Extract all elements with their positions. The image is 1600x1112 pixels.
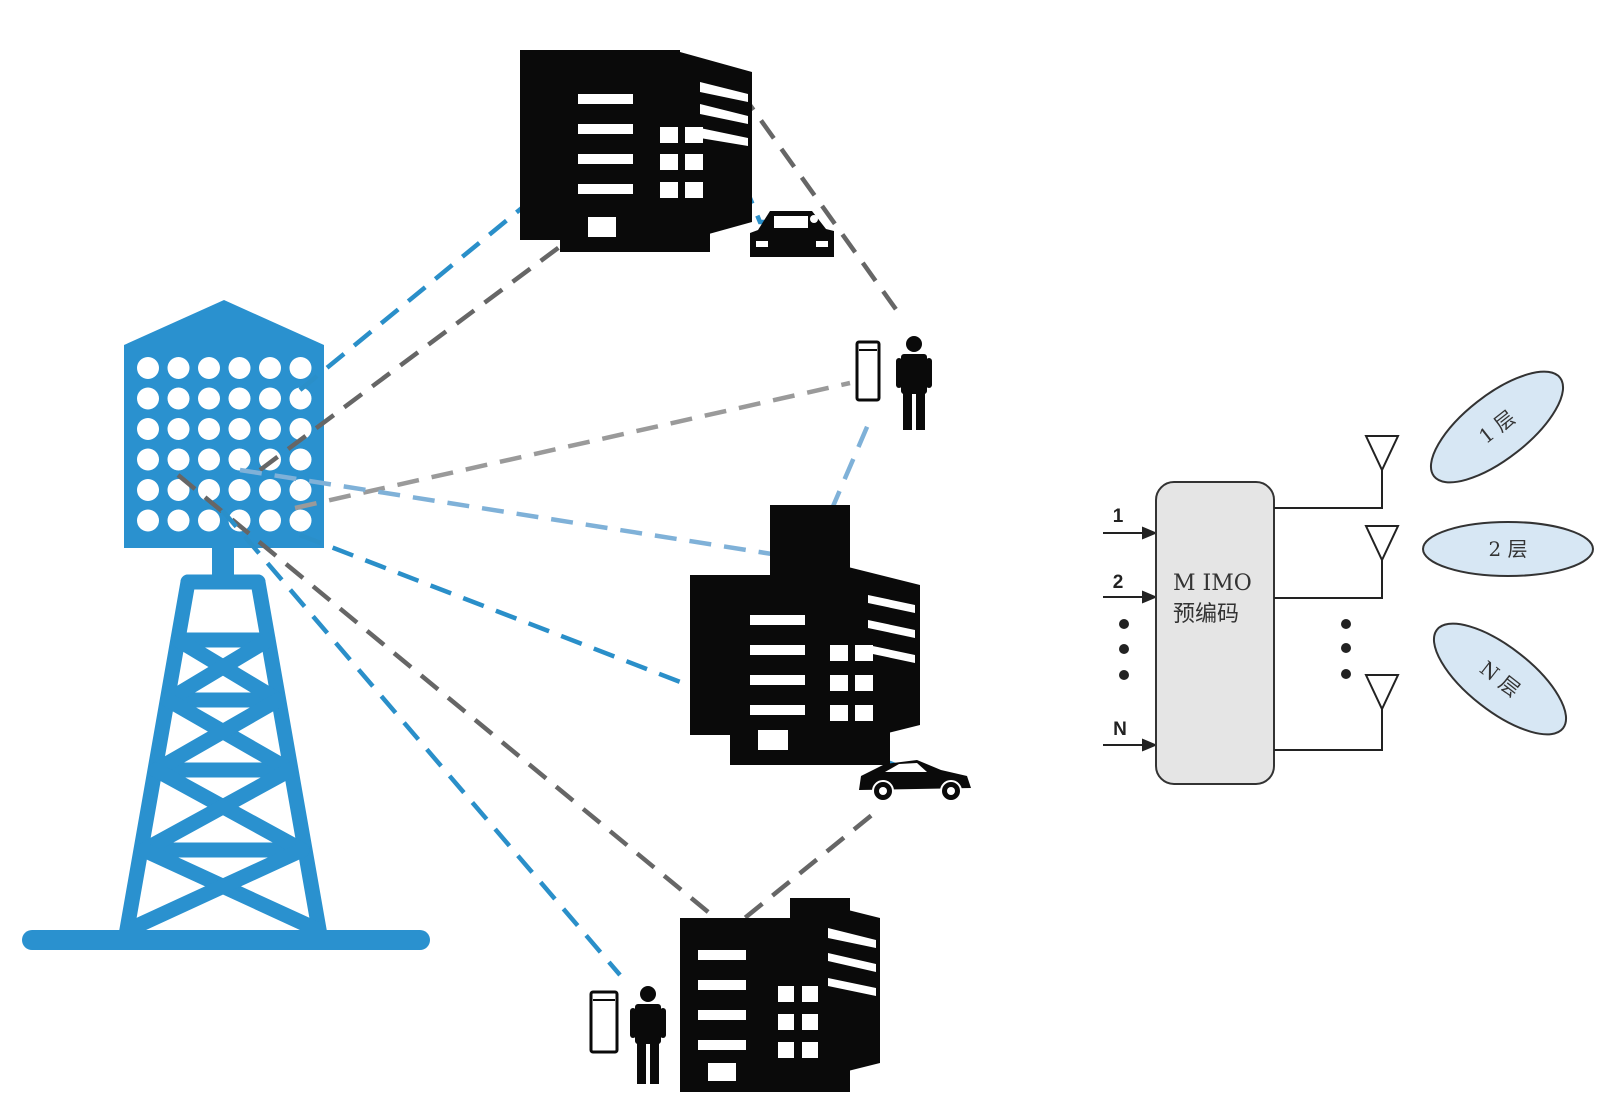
antenna-element-dot <box>259 387 281 410</box>
layer-beam-2: 2 层 <box>1422 521 1594 577</box>
antenna-element-dot <box>137 479 159 501</box>
building-icon <box>680 898 880 1092</box>
link-user-middle-direct <box>294 380 851 511</box>
antenna-element-dot <box>198 479 220 501</box>
antenna-element-dot <box>137 357 159 379</box>
antenna-icon <box>1364 525 1400 563</box>
person-with-phone-icon <box>855 336 932 430</box>
antenna-icon <box>1364 674 1400 712</box>
antenna-element-dot <box>259 509 281 532</box>
building-icon <box>520 50 752 252</box>
mimo-precoder-box <box>1155 481 1275 785</box>
base-station-tower-icon <box>22 300 430 950</box>
input-ellipsis-dots <box>1119 619 1129 680</box>
antenna-element-dot <box>137 509 159 532</box>
car-icon <box>859 760 971 802</box>
antenna-element-dot <box>228 448 251 471</box>
antenna-element-dot <box>137 418 159 440</box>
antenna-element-dot <box>167 479 190 501</box>
antenna-element-dot <box>289 357 312 379</box>
antenna-element-dot <box>198 448 220 471</box>
antenna-element-dot <box>228 418 251 440</box>
precoder-subtitle: 预编码 <box>1173 602 1239 627</box>
antenna-element-dot <box>289 509 312 532</box>
antenna-element-dot <box>198 509 220 532</box>
antenna-element-dot <box>167 357 190 379</box>
layer-beam-n: N 层 <box>1432 622 1568 736</box>
person-with-phone-icon <box>589 986 666 1084</box>
layer-beam-1: 1 层 <box>1429 370 1565 484</box>
antenna-element-dots <box>137 357 312 532</box>
antenna-element-dot <box>228 357 251 379</box>
input-label-1: 1 <box>1113 506 1124 527</box>
antenna-element-dot <box>228 387 251 410</box>
building-icon <box>690 505 920 765</box>
antenna-element-dot <box>259 357 281 379</box>
antenna-element-dot <box>198 418 220 440</box>
antenna-element-dot <box>289 418 312 440</box>
input-label-n: N <box>1113 719 1127 740</box>
antenna-element-dot <box>198 387 220 410</box>
output-ellipsis-dots <box>1341 619 1351 679</box>
antenna-element-dot <box>289 448 312 471</box>
antenna-element-dot <box>289 387 312 410</box>
antenna-element-dot <box>167 387 190 410</box>
antenna-element-dot <box>259 479 281 501</box>
car-icon <box>750 211 834 257</box>
layer-label-2: 2 层 <box>1488 537 1527 561</box>
antenna-element-dot <box>259 418 281 440</box>
input-label-2: 2 <box>1113 572 1124 593</box>
antenna-element-dot <box>137 387 159 410</box>
antenna-element-dot <box>167 418 190 440</box>
antenna-element-dot <box>198 357 220 379</box>
antenna-element-dot <box>137 448 159 471</box>
link-user-bottom <box>220 508 622 977</box>
antenna-element-dot <box>228 479 251 501</box>
antenna-icon <box>1364 435 1400 473</box>
antenna-element-dot <box>289 479 312 501</box>
antenna-element-dot <box>167 509 190 532</box>
precoder-title: M IMO <box>1173 571 1252 596</box>
mimo-precoder-schematic: 1 2 N M IMO 预编码 1 层 <box>1103 370 1594 785</box>
antenna-element-dot <box>167 448 190 471</box>
